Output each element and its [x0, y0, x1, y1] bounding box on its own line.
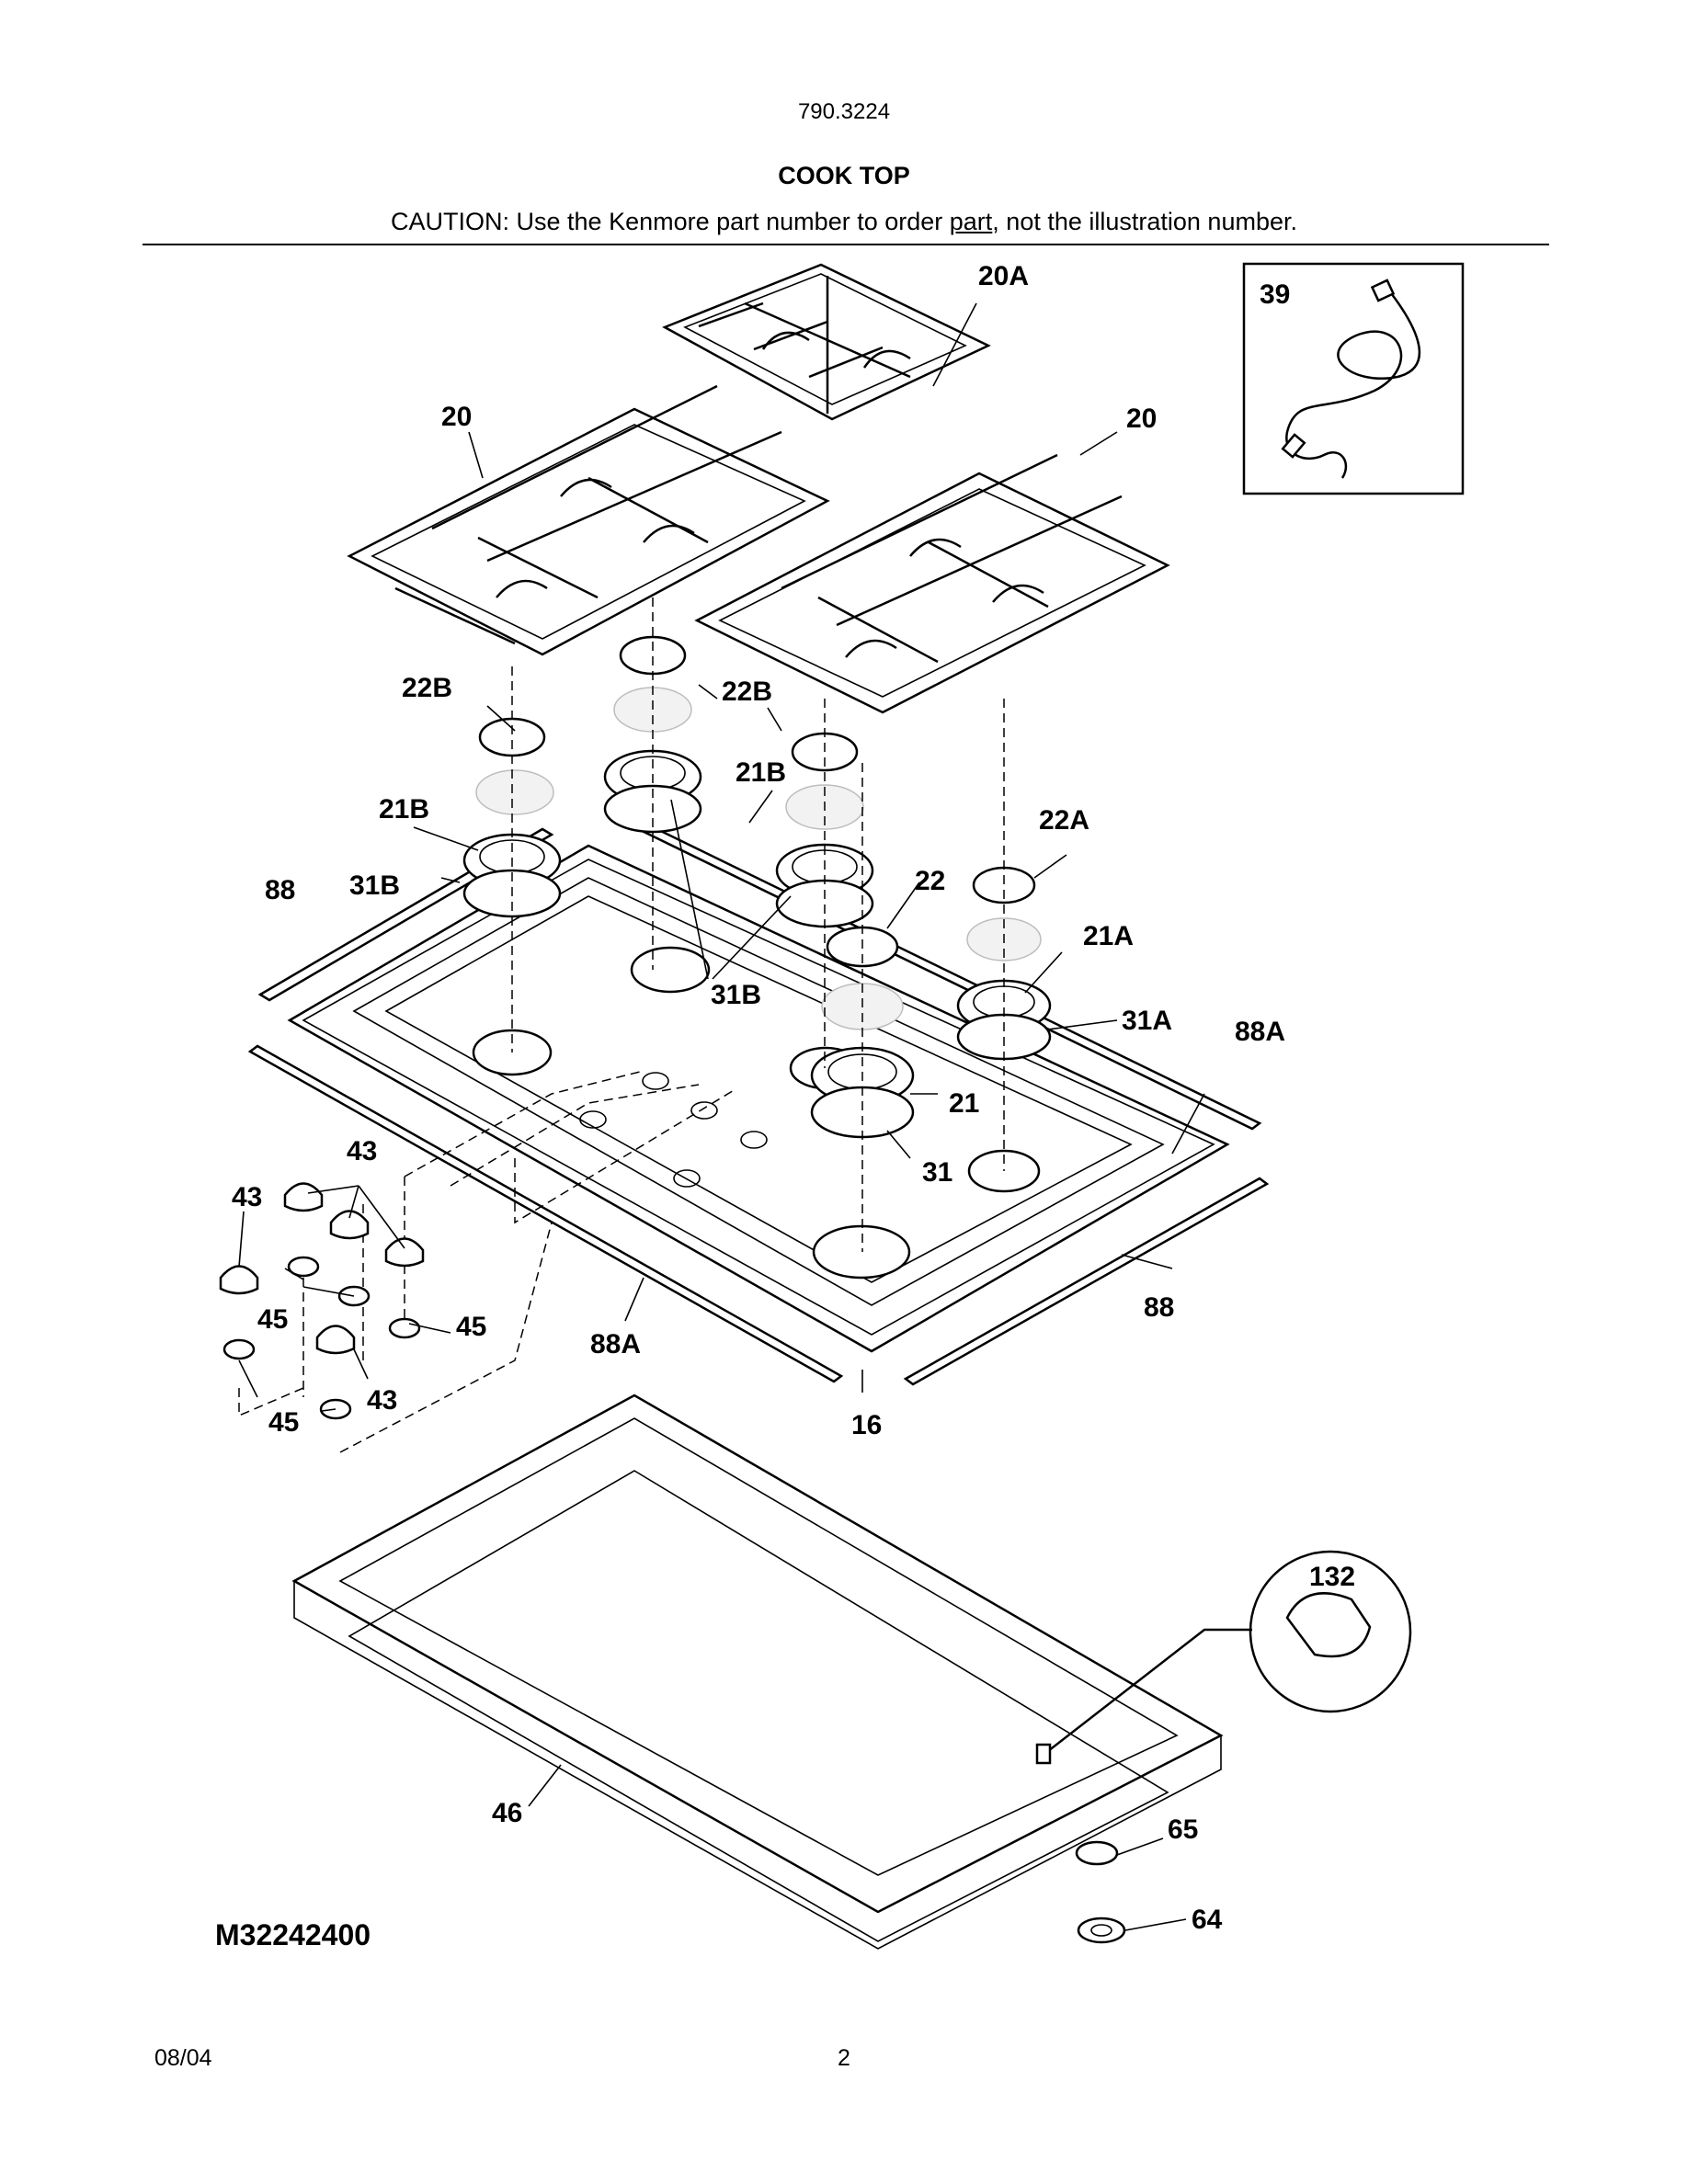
- footer-date: 08/04: [154, 2045, 212, 2071]
- callout-88A-bottom: 88A: [590, 1329, 641, 1359]
- detail-inset-132: [1035, 1550, 1412, 1765]
- callout-22B-mid: 22B: [722, 677, 772, 707]
- callout-21A: 21A: [1083, 921, 1134, 951]
- caution-prefix: CAUTION: Use the Kenmore part number to …: [391, 208, 950, 235]
- callout-20-left: 20: [441, 402, 472, 432]
- callout-45-b: 45: [456, 1312, 486, 1342]
- caution-suffix: , not the illustration number.: [992, 208, 1297, 235]
- page-number: 2: [838, 2045, 850, 2071]
- page-title: COOK TOP: [778, 162, 910, 189]
- diagram-code: M32242400: [215, 1918, 371, 1951]
- trim-strip-88-right: [903, 1177, 1270, 1386]
- callout-39: 39: [1260, 279, 1290, 310]
- leader-lines: [238, 302, 1205, 1931]
- callout-43-left: 43: [232, 1182, 262, 1212]
- callout-88A-right: 88A: [1235, 1017, 1285, 1047]
- callout-43-top: 43: [347, 1136, 377, 1166]
- callout-21: 21: [949, 1088, 979, 1119]
- gasket-64: [1077, 1917, 1126, 1944]
- callout-45-a: 45: [257, 1304, 288, 1335]
- model-number: 790.3224: [797, 99, 891, 124]
- gasket-65: [1075, 1840, 1119, 1866]
- callout-21B-mid: 21B: [736, 757, 786, 788]
- cord-inset-39: [1242, 262, 1465, 495]
- cooktop-panel-16: [287, 844, 1230, 1353]
- callout-31A: 31A: [1122, 1006, 1172, 1036]
- callout-46: 46: [492, 1798, 522, 1828]
- callout-22: 22: [915, 866, 945, 896]
- callout-20-right: 20: [1126, 404, 1157, 434]
- callout-132: 132: [1309, 1562, 1355, 1592]
- caution-part-link: part: [949, 208, 993, 235]
- callout-31: 31: [922, 1157, 952, 1188]
- callout-22A: 22A: [1039, 805, 1089, 836]
- callout-16: 16: [851, 1410, 882, 1440]
- knob-set: [219, 1182, 425, 1355]
- header-divider: [143, 244, 1549, 245]
- callout-88-left: 88: [265, 875, 295, 905]
- trim-strip-88A-bottom: [247, 1044, 844, 1383]
- callout-31B-left: 31B: [349, 870, 400, 901]
- knob-bezels-45: [222, 1256, 421, 1420]
- callout-45-c: 45: [268, 1407, 299, 1438]
- callout-21B-left: 21B: [379, 794, 429, 825]
- callout-64: 64: [1192, 1905, 1223, 1935]
- caution-note: CAUTION: Use the Kenmore part number to …: [0, 208, 1688, 236]
- grate-20-left: [347, 384, 830, 656]
- callout-43-bottom: 43: [367, 1385, 397, 1416]
- callout-labels: 20A 20 20 39 22B 22B 21B 21B 22A 88 31B …: [232, 261, 1355, 1935]
- callout-88-right: 88: [1144, 1292, 1174, 1323]
- callout-31B-mid: 31B: [711, 980, 761, 1010]
- grate-20A: [662, 263, 991, 421]
- callout-65: 65: [1168, 1814, 1198, 1845]
- callout-22B-left: 22B: [402, 673, 452, 703]
- callout-20A: 20A: [978, 261, 1029, 291]
- bottom-pan-46: [291, 1393, 1224, 1950]
- grate-20-right: [694, 453, 1170, 714]
